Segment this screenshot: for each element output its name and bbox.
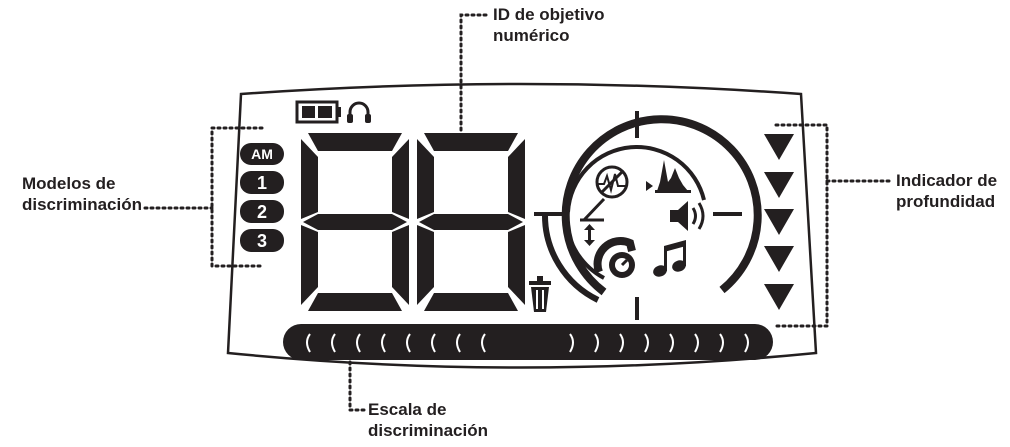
no-interference-icon [595, 165, 629, 199]
ground-peak-icon [646, 160, 691, 193]
battery-icon [295, 100, 341, 124]
callout-depth-indicator-line2: profundidad [896, 192, 996, 211]
mode-2-label: 2 [257, 202, 267, 222]
music-note-icon [653, 240, 686, 277]
gauge-inner-ring-left [541, 213, 605, 303]
callout-depth-indicator-line1: Indicador de [896, 171, 998, 190]
leader-discrimination-scale [348, 360, 368, 412]
mode-3-pill [240, 229, 284, 252]
callout-target-id-line2: numérico [493, 26, 570, 45]
callout-discrimination-modes-line2: discriminación [22, 195, 142, 214]
sensitivity-knob-icon [593, 237, 636, 278]
volume-speaker-icon [670, 201, 705, 231]
callout-target-id: ID de objetivo numérico [493, 4, 604, 46]
mode-3-label: 3 [257, 231, 267, 251]
mode-am-pill [240, 143, 284, 165]
mode-2-pill [240, 200, 284, 223]
discrimination-scale-bar [283, 324, 773, 360]
leader-depth-indicator [774, 123, 829, 328]
coil-icon [580, 197, 606, 222]
up-down-arrow-icon [584, 224, 595, 246]
callout-discrimination-modes: Modelos de discriminación [22, 173, 142, 215]
callout-depth-indicator: Indicador de profundidad [896, 170, 997, 212]
leader-target-id [459, 13, 488, 135]
mode-1-label: 1 [257, 173, 267, 193]
callout-discrimination-scale: Escala de discriminación [368, 399, 488, 441]
leader-discrimination-modes [210, 126, 264, 268]
callout-discrimination-modes-line1: Modelos de [22, 174, 116, 193]
headphones-icon [347, 101, 371, 123]
trash-icon [529, 276, 551, 312]
mode-1-pill [240, 171, 284, 194]
mode-labels: AM 1 2 3 [240, 143, 284, 252]
leader-lines [143, 13, 895, 412]
mode-am-label: AM [251, 146, 273, 162]
callout-discrimination-scale-line1: Escala de [368, 400, 447, 419]
callout-discrimination-scale-line2: discriminación [368, 421, 488, 440]
callout-target-id-line1: ID de objetivo [493, 5, 605, 24]
